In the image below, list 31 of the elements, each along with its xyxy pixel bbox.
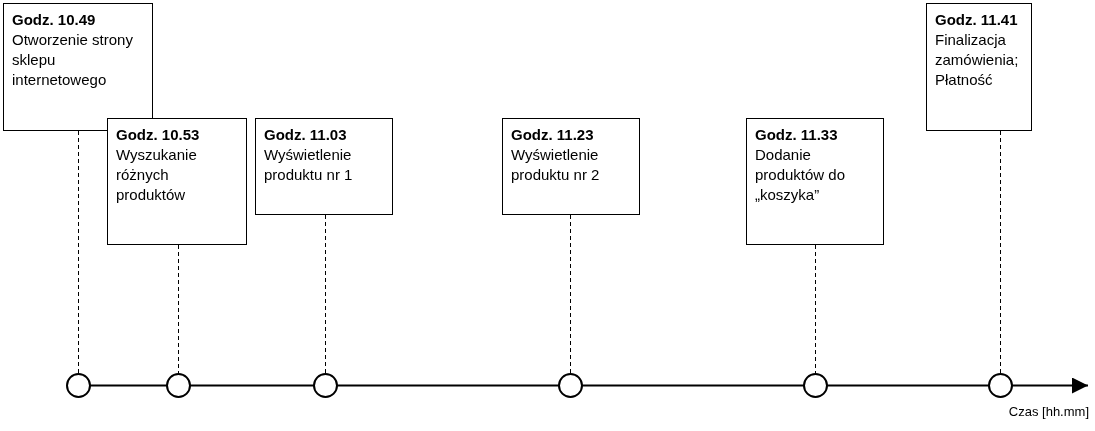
axis-label: Czas [hh.mm] [1008, 404, 1089, 419]
event-description: Finalizacja zamówienia; Płatność [935, 30, 1020, 90]
event-time: Godz. 10.53 [116, 125, 200, 145]
event-box [502, 118, 640, 215]
leader-line [570, 214, 571, 374]
timeline-point [166, 373, 191, 398]
timeline-point [66, 373, 91, 398]
event-box [107, 118, 247, 245]
event-time: Godz. 11.41 [935, 10, 1018, 30]
timeline-point [313, 373, 338, 398]
event-box [926, 3, 1032, 131]
event-description: Otworzenie strony sklepu internetowego [12, 30, 134, 90]
event-description: Dodanie produktów do „koszyka” [755, 145, 847, 205]
event-description: Wyświetlenie produktu nr 2 [511, 145, 601, 185]
event-description: Wyświetlenie produktu nr 1 [264, 145, 354, 185]
event-box [3, 3, 153, 131]
event-time: Godz. 11.23 [511, 125, 594, 145]
timeline-point [988, 373, 1013, 398]
event-time: Godz. 11.33 [755, 125, 838, 145]
event-time: Godz. 11.03 [264, 125, 347, 145]
event-description: Wyszukanie różnych produktów [116, 145, 198, 205]
event-time: Godz. 10.49 [12, 10, 96, 30]
leader-line [325, 214, 326, 374]
leader-line [78, 130, 79, 374]
leader-line [178, 244, 179, 374]
leader-line [1000, 130, 1001, 374]
leader-line [815, 244, 816, 374]
event-box [746, 118, 884, 245]
timeline-point [558, 373, 583, 398]
event-box [255, 118, 393, 215]
timeline-point [803, 373, 828, 398]
